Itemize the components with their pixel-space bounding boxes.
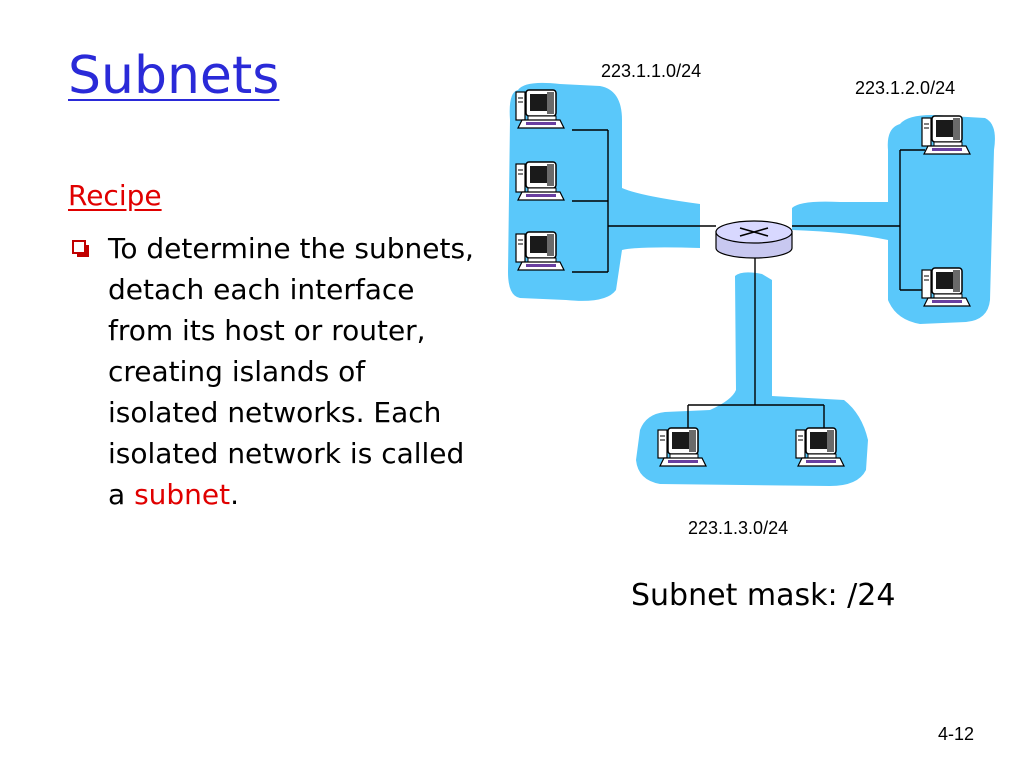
slide-title: Subnets xyxy=(68,46,280,106)
network-label-1: 223.1.1.0/24 xyxy=(601,61,702,81)
subnet-mask-label: Subnet mask: /24 xyxy=(631,578,896,613)
router-icon xyxy=(715,220,793,259)
bullet-text-main: To determine the subnets, detach each in… xyxy=(108,232,474,511)
network-label-3: 223.1.3.0/24 xyxy=(688,518,789,538)
recipe-heading: Recipe xyxy=(68,179,162,212)
page-number: 4-12 xyxy=(938,724,975,744)
subnet-highlight: subnet xyxy=(134,478,231,511)
bullet-text-end: . xyxy=(230,478,240,511)
bullet-icon xyxy=(72,240,89,257)
bullet-text: To determine the subnets, detach each in… xyxy=(108,228,478,515)
network-label-2: 223.1.2.0/24 xyxy=(855,78,956,98)
